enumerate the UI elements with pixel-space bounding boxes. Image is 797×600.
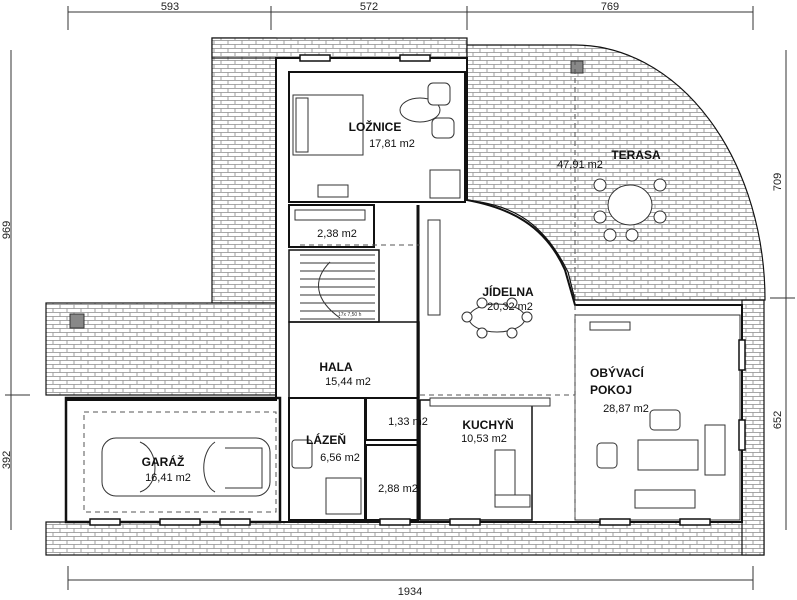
dim-top-1: 593 [161,1,179,13]
room-jidelna-area: 20,32 m2 [487,301,533,313]
dim-right-2: 652 [772,411,784,429]
room-hala-name: HALA [319,360,353,374]
dim-right-1: 709 [772,173,784,191]
dim-left-2: 392 [1,451,13,469]
room-loznice-area: 17,81 m2 [369,138,415,150]
dim-top-3: 769 [601,1,619,13]
room-terasa-area: 47,91 m2 [557,159,603,171]
room-obyvaci-name-1: OBÝVACÍ [590,365,644,380]
room-obyvaci-name-2: POKOJ [590,383,632,397]
room-lazen-area: 6,56 m2 [320,452,360,464]
room-garaz-name: GARÁŽ [142,454,185,469]
paving [45,37,766,556]
room-wc-small-area: 1,33 m2 [388,416,428,428]
dim-bottom: 1934 [398,586,422,598]
car-icon [101,437,271,497]
stair-label: 17x 7,50 h [338,312,362,318]
room-obyvaci-area: 28,87 m2 [603,403,649,415]
room-garaz-area: 16,41 m2 [145,472,191,484]
room-storage-area: 2,88 m2 [378,483,418,495]
building [64,57,743,524]
room-wc-upper-area: 2,38 m2 [317,228,357,240]
furniture: 17x 7,50 h [89,54,746,526]
room-lazen-name: LÁZEŇ [306,432,346,447]
room-hala-area: 15,44 m2 [325,376,371,388]
room-jidelna-name: JÍDELNA [482,284,534,299]
dimension-lines [5,6,795,590]
room-kuchyn-name: KUCHYŇ [462,417,513,432]
dim-left-1: 969 [1,221,13,239]
room-terasa-name: TERASA [611,148,661,162]
room-kuchyn-area: 10,53 m2 [461,433,507,445]
dim-top-2: 572 [360,1,378,13]
room-loznice-name: LOŽNICE [349,119,402,134]
